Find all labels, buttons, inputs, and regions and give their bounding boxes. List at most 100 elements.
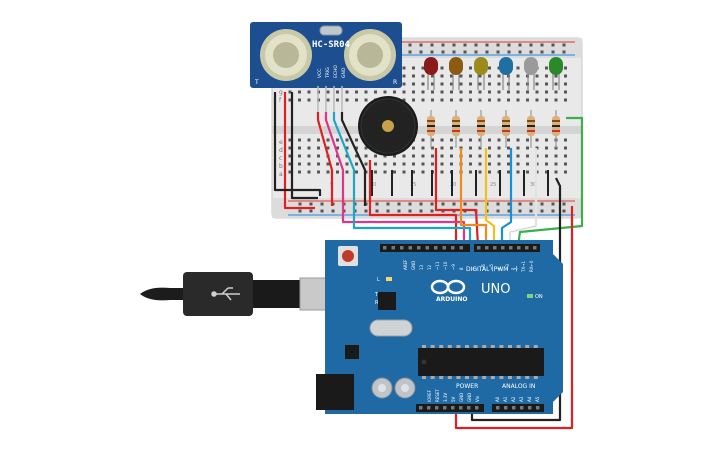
rail-hole (309, 209, 313, 213)
header-pin[interactable] (501, 246, 505, 250)
bb-hole (440, 74, 444, 78)
bb-hole (393, 162, 396, 166)
resistor-6[interactable] (552, 110, 560, 148)
wire-led-blue[interactable] (500, 148, 513, 246)
wire-sensor-vcc[interactable] (316, 112, 334, 206)
header-pin[interactable] (425, 246, 430, 250)
on-led: ON (527, 294, 543, 300)
rail-hole (430, 209, 434, 213)
bb-hole (545, 66, 548, 70)
bb-hole (459, 82, 463, 86)
bb-hole (412, 154, 415, 158)
piezo-buzzer[interactable] (358, 96, 418, 156)
bb-hole (421, 66, 425, 70)
wire-5v-rail[interactable] (283, 92, 315, 210)
wire-led-red[interactable] (434, 148, 480, 247)
pin-label-reset: RESET (435, 389, 440, 402)
header-pin[interactable] (536, 406, 540, 410)
bb-hole (345, 162, 349, 166)
bb-hole (336, 146, 339, 150)
bb-hole (545, 146, 548, 150)
wire-sensor-echo[interactable] (332, 112, 356, 206)
header-pin[interactable] (459, 406, 463, 410)
header-pin[interactable] (509, 246, 513, 250)
bb-hole (478, 154, 482, 158)
resistor-5[interactable] (527, 110, 535, 148)
bb-hole (469, 170, 472, 174)
wire-sensor-trig[interactable] (324, 112, 345, 206)
bb-hole (545, 162, 548, 166)
wire-pink-d8[interactable] (341, 206, 466, 246)
bb-hole (450, 162, 453, 166)
header-pin[interactable] (520, 406, 524, 410)
pin-label-vin: Vin (475, 395, 480, 402)
usb-cable[interactable] (140, 272, 341, 316)
wire-led-orange[interactable] (459, 148, 488, 246)
header-pin[interactable] (451, 406, 455, 410)
white-led[interactable] (524, 57, 538, 90)
wire-sensor-gnd[interactable] (340, 112, 367, 206)
rail-hole (364, 209, 368, 213)
header-pin[interactable] (383, 246, 387, 250)
resistor-1[interactable] (427, 110, 435, 148)
wire-gnd-left[interactable] (273, 92, 322, 196)
header-pin[interactable] (443, 406, 447, 410)
header-pin[interactable] (477, 246, 481, 250)
header-pin[interactable] (442, 246, 447, 250)
wire-gnd-rail[interactable] (290, 92, 318, 200)
rail-hole (518, 209, 522, 213)
wire-led-green[interactable] (516, 116, 584, 247)
power-jack[interactable] (316, 374, 354, 410)
header-pin[interactable] (504, 406, 508, 410)
chip-pin (422, 376, 426, 379)
header-pin[interactable] (512, 406, 516, 410)
arduino-uno-board[interactable]: AREF GND 13 12 ~11 ~10 ~9 8 7 ~6 ~5 4 ~3… (316, 240, 563, 414)
wire-gnd-return[interactable] (470, 177, 562, 422)
header-pin[interactable] (391, 246, 396, 250)
blue-led[interactable] (499, 57, 513, 90)
red-led[interactable] (424, 57, 438, 90)
rail-hole (474, 50, 478, 54)
header-pin[interactable] (459, 246, 464, 250)
header-pin[interactable] (434, 246, 438, 250)
bb-hole (317, 170, 320, 174)
header-pin[interactable] (400, 246, 404, 250)
wire-cyan-d9[interactable] (352, 206, 472, 246)
header-pin[interactable] (417, 246, 421, 250)
wire-buzzer[interactable] (368, 160, 458, 246)
header-pin[interactable] (408, 246, 413, 250)
resistor-3[interactable] (477, 110, 485, 148)
orange-led[interactable] (449, 57, 463, 90)
header-pin[interactable] (525, 246, 529, 250)
bb-hole (412, 90, 415, 94)
wire-led-yellow[interactable] (484, 148, 496, 246)
resistor-2[interactable] (452, 110, 460, 148)
bb-hole (516, 170, 520, 174)
resistor-4[interactable] (502, 110, 510, 148)
header-pin[interactable] (528, 406, 532, 410)
voltage-regulator (345, 345, 359, 359)
wire-5v-return[interactable] (454, 206, 574, 430)
header-pin[interactable] (496, 406, 500, 410)
header-pin[interactable] (427, 406, 431, 410)
bb-hole (364, 154, 368, 158)
rail-hole (507, 209, 511, 213)
header-pin[interactable] (419, 406, 423, 410)
header-pin[interactable] (533, 246, 537, 250)
ultrasonic-sensor[interactable]: HC-SR04 T R VCC TRIG ECHO GND (250, 22, 402, 112)
chip-pin (490, 345, 495, 348)
header-pin[interactable] (475, 406, 479, 410)
bb-hole (345, 146, 349, 150)
reset-button[interactable] (338, 246, 358, 266)
bb-hole (355, 98, 358, 102)
pin-label-gnd-1: GND (459, 393, 464, 402)
header-pin[interactable] (493, 246, 497, 250)
header-pin[interactable] (467, 406, 471, 410)
green-led[interactable] (549, 57, 563, 90)
bb-hole (450, 146, 453, 150)
header-pin[interactable] (517, 246, 521, 250)
header-pin[interactable] (435, 406, 439, 410)
header-pin[interactable] (451, 246, 455, 250)
header-pin[interactable] (485, 246, 489, 250)
yellow-led[interactable] (474, 57, 488, 90)
